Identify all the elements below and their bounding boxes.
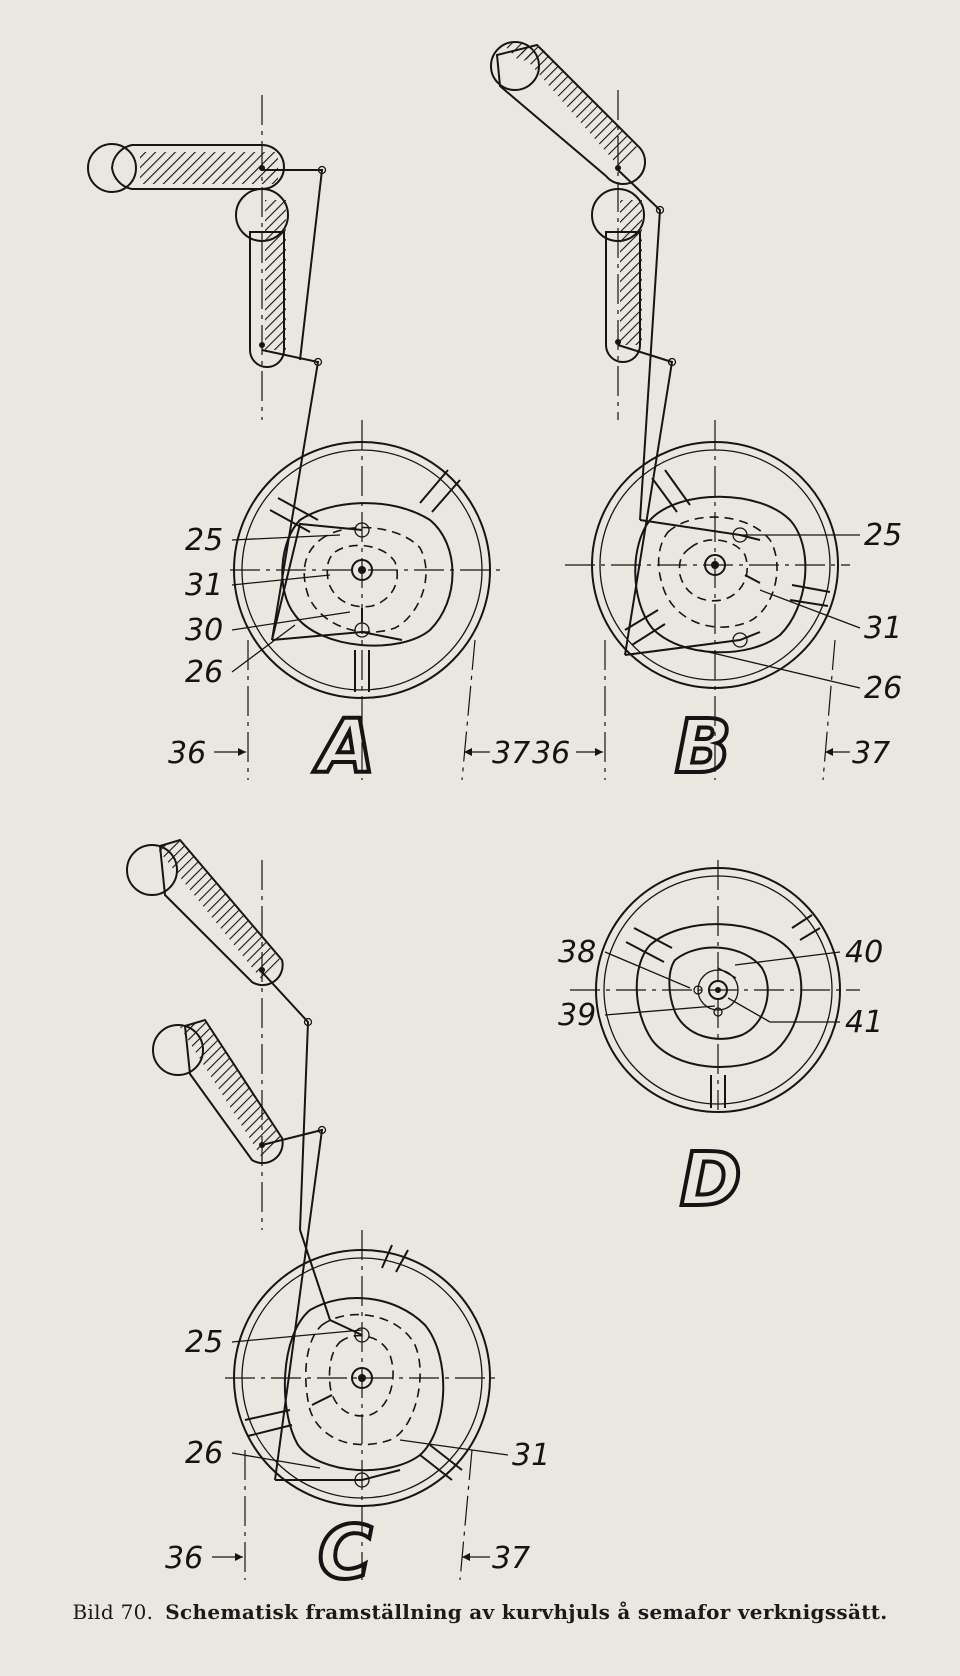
panel-d: 38 39 40 41 D: [558, 860, 883, 1225]
ref-b-37: 37: [852, 736, 890, 771]
semaphore-arm-upper-b: [490, 41, 647, 186]
semaphore-arm-lower-c: [152, 1018, 284, 1165]
panel-letter-d: D: [680, 1137, 741, 1223]
ref-b-36: 36: [532, 736, 570, 771]
caption-lead: Bild 70.: [72, 1600, 154, 1624]
panel-a: 25 31 30 26 36 37 A: [87, 95, 530, 792]
panel-letter-c: C: [318, 1510, 372, 1596]
label-d-38: 38: [558, 935, 596, 970]
panel-letter-a: A: [313, 704, 375, 790]
caption-text: Schematisk framställning av kurvhjuls å …: [165, 1600, 888, 1624]
label-d-39: 39: [558, 998, 596, 1033]
panel-b: 25 31 26 36 37 B: [490, 41, 902, 792]
ref-a-36: 36: [168, 736, 206, 771]
panel-letter-b: B: [675, 704, 731, 790]
label-c-26: 26: [185, 1436, 223, 1471]
label-a-31: 31: [185, 568, 223, 603]
label-b-26: 26: [864, 671, 902, 706]
semaphore-arm-lower: [235, 188, 289, 368]
figure-caption: Bild 70. Schematisk framställning av kurv…: [0, 1600, 960, 1624]
label-c-25: 25: [185, 1325, 223, 1360]
semaphore-arm-lower-b: [591, 188, 645, 363]
ref-c-36: 36: [165, 1541, 203, 1576]
semaphore-arm-upper: [87, 143, 285, 193]
label-b-31: 31: [864, 611, 902, 646]
panel-c: 25 26 31 36 37 C: [126, 838, 550, 1598]
label-a-30: 30: [185, 613, 223, 648]
cam-wheel-d: [595, 867, 841, 1113]
semaphore-arm-upper-c: [126, 838, 284, 987]
label-b-25: 25: [864, 518, 902, 553]
ref-c-37: 37: [492, 1541, 530, 1576]
cam-wheel-a: [233, 441, 491, 699]
label-a-25: 25: [185, 523, 223, 558]
label-a-26: 26: [185, 655, 223, 690]
label-d-41: 41: [845, 1005, 883, 1040]
label-c-31: 31: [512, 1438, 550, 1473]
ref-a-37: 37: [492, 736, 530, 771]
label-d-40: 40: [845, 935, 883, 970]
cam-wheel-c: [233, 1229, 491, 1507]
